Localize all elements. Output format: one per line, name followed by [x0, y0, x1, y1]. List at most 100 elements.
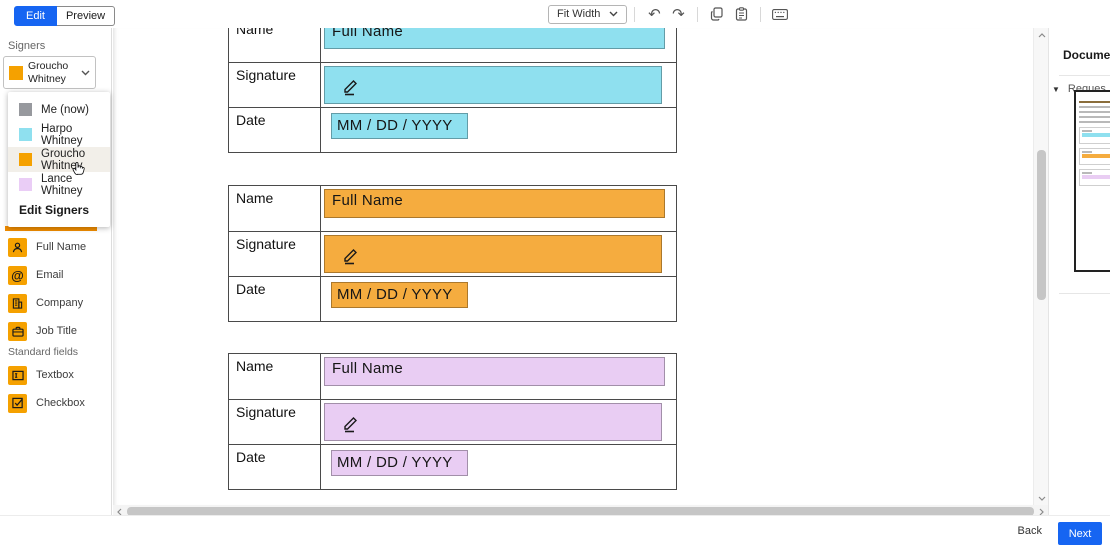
- thumbnail-text-line: [1079, 121, 1110, 123]
- chevron-down-icon: [81, 70, 90, 75]
- thumbnail-field-bar: [1082, 154, 1110, 158]
- signer-option-label: Groucho Whitney: [41, 147, 86, 172]
- panel-divider: [1059, 293, 1110, 294]
- copy-icon[interactable]: [705, 4, 729, 24]
- scroll-right-arrow-icon[interactable]: [1035, 505, 1048, 518]
- field-item-company[interactable]: Company: [8, 289, 108, 317]
- back-button[interactable]: Back: [1017, 525, 1042, 537]
- pen-icon: [344, 417, 357, 433]
- document-canvas: Name Full Name Signature Date MM / DD / …: [113, 28, 1033, 505]
- building-icon: [8, 293, 27, 313]
- row-label-date: Date: [229, 108, 321, 152]
- field-item-label: Full Name: [36, 241, 87, 253]
- row-label-name: Name: [229, 354, 321, 399]
- signature-field[interactable]: [324, 235, 662, 273]
- table-row: Name Full Name: [229, 354, 676, 399]
- signer-dropdown-menu: Me (now) Harpo Whitney Groucho Whitney L…: [8, 92, 110, 227]
- toolbar-separator: [760, 6, 762, 22]
- edit-preview-toggle: Edit Preview: [14, 6, 116, 26]
- document-thumbnail[interactable]: [1074, 90, 1110, 272]
- checkbox-icon: [8, 393, 27, 413]
- thumbnail-field-bar: [1082, 133, 1110, 137]
- zoom-select-value: Fit Width: [557, 8, 601, 20]
- signer-color-swatch: [9, 65, 23, 80]
- thumbnail-text-line: [1079, 116, 1110, 118]
- textbox-icon: [8, 365, 27, 385]
- signature-field[interactable]: [324, 66, 662, 104]
- vertical-scrollbar-thumb[interactable]: [1037, 150, 1046, 300]
- horizontal-scrollbar[interactable]: [113, 505, 1048, 518]
- table-row: Signature: [229, 399, 676, 444]
- redo-icon[interactable]: ↷: [666, 4, 690, 24]
- row-label-signature: Signature: [229, 63, 321, 107]
- full-name-field[interactable]: Full Name: [324, 28, 665, 49]
- table-row: Signature: [229, 231, 676, 276]
- signer-color-swatch: [19, 128, 32, 141]
- scroll-up-arrow-icon[interactable]: [1034, 28, 1049, 42]
- signer-option-harpo[interactable]: Harpo Whitney: [8, 122, 110, 147]
- field-item-label: Company: [36, 297, 84, 309]
- signer-option-groucho[interactable]: Groucho Whitney: [8, 147, 110, 172]
- zoom-select[interactable]: Fit Width: [548, 4, 628, 24]
- signer-option-lance[interactable]: Lance Whitney: [8, 172, 110, 197]
- signer-option-me[interactable]: Me (now): [8, 97, 110, 122]
- next-button[interactable]: Next: [1058, 522, 1102, 545]
- signature-table-lance: Name Full Name Signature Date MM / DD / …: [228, 353, 677, 490]
- field-item-email[interactable]: @ Email: [8, 261, 108, 289]
- date-field[interactable]: MM / DD / YYYY: [331, 113, 468, 139]
- vertical-scrollbar[interactable]: [1033, 28, 1048, 505]
- thumbnail-field-bar: [1082, 175, 1110, 179]
- horizontal-scrollbar-thumb[interactable]: [127, 507, 1034, 516]
- signer-option-label: Me (now): [41, 103, 89, 116]
- field-item-full-name[interactable]: Full Name: [8, 233, 108, 261]
- preview-tab[interactable]: Preview: [56, 6, 116, 26]
- thumbnail-table: [1079, 148, 1110, 165]
- collapse-triangle-icon: ▼: [1052, 84, 1060, 94]
- at-icon: @: [8, 265, 27, 285]
- edit-tab[interactable]: Edit: [14, 6, 57, 26]
- thumbnail-text-line: [1079, 111, 1110, 113]
- row-label-name: Name: [229, 186, 321, 231]
- thumbnail-text-line: [1082, 172, 1092, 174]
- undo-icon[interactable]: ↶: [642, 4, 666, 24]
- pen-icon: [344, 80, 357, 96]
- full-name-field[interactable]: Full Name: [324, 189, 665, 218]
- selected-signer-name: Groucho Whitney: [28, 60, 69, 85]
- signer-option-label: Lance Whitney: [41, 172, 83, 197]
- date-field[interactable]: MM / DD / YYYY: [331, 282, 468, 308]
- signer-select[interactable]: Groucho Whitney: [3, 56, 96, 89]
- signature-table-groucho: Name Full Name Signature Date MM / DD / …: [228, 185, 677, 322]
- documents-panel-title: Docume: [1063, 48, 1110, 62]
- signature-field[interactable]: [324, 403, 662, 441]
- table-row: Name Full Name: [229, 28, 676, 62]
- pen-icon: [344, 249, 357, 265]
- signer-color-swatch: [19, 153, 32, 166]
- field-item-checkbox[interactable]: Checkbox: [8, 389, 108, 417]
- wizard-footer: Back Next: [0, 515, 1110, 549]
- scroll-left-arrow-icon[interactable]: [113, 505, 126, 518]
- row-label-date: Date: [229, 277, 321, 321]
- field-item-textbox[interactable]: Textbox: [8, 361, 108, 389]
- date-field[interactable]: MM / DD / YYYY: [331, 450, 468, 476]
- paste-icon[interactable]: [729, 4, 753, 24]
- signer-color-divider: [5, 226, 97, 231]
- briefcase-icon: [8, 321, 27, 341]
- full-name-field[interactable]: Full Name: [324, 357, 665, 386]
- thumbnail-text-line: [1082, 151, 1092, 153]
- edit-signers-button[interactable]: Edit Signers: [19, 203, 90, 217]
- signers-label: Signers: [8, 40, 46, 52]
- signer-option-label: Harpo Whitney: [41, 122, 83, 147]
- top-toolbar: Edit Preview Fit Width ↶ ↷: [0, 0, 1110, 28]
- toolbar-separator: [697, 6, 699, 22]
- table-row: Date MM / DD / YYYY: [229, 444, 676, 489]
- row-label-signature: Signature: [229, 400, 321, 444]
- hand-cursor-icon: [72, 161, 85, 176]
- field-item-job-title[interactable]: Job Title: [8, 317, 108, 345]
- thumbnail-text-line: [1082, 130, 1092, 132]
- field-item-label: Checkbox: [36, 397, 85, 409]
- field-item-label: Job Title: [36, 325, 77, 337]
- thumbnail-table: [1079, 169, 1110, 186]
- row-label-name: Name: [229, 28, 321, 62]
- keyboard-icon[interactable]: [768, 4, 792, 24]
- scroll-down-arrow-icon[interactable]: [1034, 491, 1049, 505]
